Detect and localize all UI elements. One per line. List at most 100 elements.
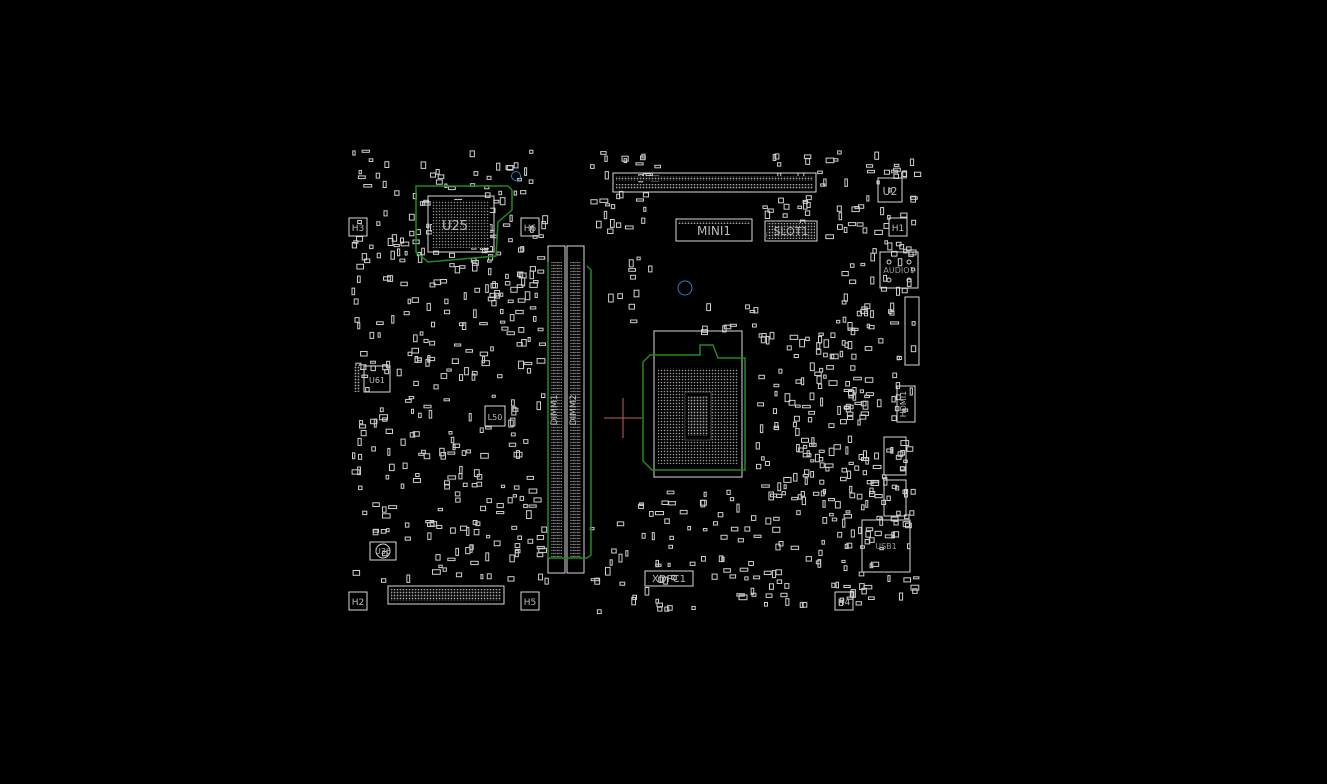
passive-component[interactable] — [490, 346, 494, 352]
chip-u61[interactable]: U61 — [354, 365, 391, 393]
passive-component[interactable] — [843, 513, 852, 519]
passive-component[interactable] — [774, 422, 779, 429]
passive-component[interactable] — [537, 256, 546, 260]
passive-component[interactable] — [862, 227, 868, 234]
passive-component[interactable] — [517, 298, 526, 303]
passive-component[interactable] — [513, 162, 519, 169]
passive-component[interactable] — [822, 517, 828, 524]
passive-component[interactable] — [628, 259, 634, 268]
passive-component[interactable] — [839, 350, 844, 358]
passive-component[interactable] — [380, 529, 387, 534]
passive-component[interactable] — [858, 526, 862, 535]
passive-component[interactable] — [819, 462, 825, 469]
passive-component[interactable] — [822, 488, 827, 495]
passive-component[interactable] — [411, 297, 419, 303]
passive-component[interactable] — [428, 409, 433, 419]
passive-component[interactable] — [473, 309, 477, 319]
passive-component[interactable] — [590, 199, 598, 205]
passive-component[interactable] — [423, 338, 429, 343]
passive-component[interactable] — [761, 456, 765, 461]
passive-component[interactable] — [480, 574, 484, 580]
passive-component[interactable] — [486, 534, 491, 539]
passive-component[interactable] — [802, 452, 812, 458]
passive-component[interactable] — [890, 447, 894, 454]
passive-component[interactable] — [879, 546, 884, 551]
passive-component[interactable] — [896, 355, 902, 360]
passive-component[interactable] — [870, 480, 880, 486]
passive-component[interactable] — [737, 538, 744, 543]
passive-component[interactable] — [837, 405, 841, 415]
passive-component[interactable] — [893, 520, 899, 526]
passive-component[interactable] — [466, 449, 471, 454]
passive-component[interactable] — [635, 162, 644, 166]
passive-component[interactable] — [902, 521, 910, 528]
passive-component[interactable] — [526, 475, 534, 480]
passive-component[interactable] — [651, 532, 655, 541]
passive-component[interactable] — [899, 592, 904, 601]
passive-component[interactable] — [524, 167, 528, 176]
passive-component[interactable] — [791, 496, 798, 501]
passive-component[interactable] — [387, 275, 394, 282]
passive-component[interactable] — [778, 368, 783, 374]
passive-component[interactable] — [723, 568, 731, 573]
passive-component[interactable] — [868, 325, 875, 330]
passive-component[interactable] — [649, 511, 654, 517]
passive-component[interactable] — [849, 279, 857, 285]
passive-component[interactable] — [831, 517, 838, 522]
passive-component[interactable] — [486, 573, 492, 580]
passive-component[interactable] — [520, 190, 527, 195]
passive-component[interactable] — [364, 258, 371, 264]
passive-component[interactable] — [466, 527, 470, 536]
passive-component[interactable] — [427, 356, 436, 362]
passive-component[interactable] — [444, 309, 451, 315]
passive-component[interactable] — [910, 195, 917, 203]
passive-component[interactable] — [371, 446, 376, 452]
passive-component[interactable] — [874, 229, 883, 236]
passive-component[interactable] — [447, 475, 457, 480]
passive-component[interactable] — [435, 169, 440, 175]
passive-component[interactable] — [764, 602, 768, 607]
passive-component[interactable] — [461, 450, 467, 456]
passive-component[interactable] — [855, 601, 862, 606]
passive-component[interactable] — [433, 279, 442, 286]
mount-hole-h5[interactable]: H5 — [520, 591, 540, 611]
passive-component[interactable] — [817, 559, 822, 568]
passive-component[interactable] — [868, 596, 875, 601]
passive-component[interactable] — [372, 502, 380, 507]
passive-component[interactable] — [775, 543, 781, 551]
passive-component[interactable] — [383, 210, 388, 217]
passive-component[interactable] — [482, 355, 486, 364]
passive-component[interactable] — [435, 179, 443, 185]
passive-component[interactable] — [462, 482, 468, 488]
passive-component[interactable] — [382, 513, 391, 519]
passive-component[interactable] — [858, 454, 864, 460]
passive-component[interactable] — [772, 408, 778, 415]
passive-component[interactable] — [486, 498, 492, 504]
passive-component[interactable] — [372, 528, 379, 533]
passive-component[interactable] — [703, 491, 707, 497]
passive-component[interactable] — [502, 223, 511, 227]
passive-component[interactable] — [810, 471, 815, 478]
passive-component[interactable] — [864, 539, 871, 545]
connector-usb1[interactable]: USB1 — [861, 519, 911, 573]
passive-component[interactable] — [523, 439, 529, 444]
passive-component[interactable] — [768, 491, 775, 501]
passive-component[interactable] — [472, 262, 478, 272]
passive-component[interactable] — [869, 563, 874, 569]
passive-component[interactable] — [397, 248, 401, 257]
passive-component[interactable] — [890, 516, 899, 522]
passive-component[interactable] — [526, 510, 532, 520]
passive-component[interactable] — [513, 190, 518, 196]
passive-component[interactable] — [432, 569, 441, 575]
passive-component[interactable] — [404, 250, 408, 256]
passive-component[interactable] — [506, 331, 515, 336]
passive-component[interactable] — [817, 383, 823, 390]
passive-component[interactable] — [702, 528, 708, 532]
passive-component[interactable] — [828, 447, 835, 457]
passive-component[interactable] — [369, 244, 374, 250]
passive-component[interactable] — [824, 463, 834, 468]
passive-component[interactable] — [883, 169, 891, 175]
passive-component[interactable] — [405, 399, 412, 403]
passive-component[interactable] — [607, 228, 614, 234]
passive-component[interactable] — [783, 477, 792, 483]
